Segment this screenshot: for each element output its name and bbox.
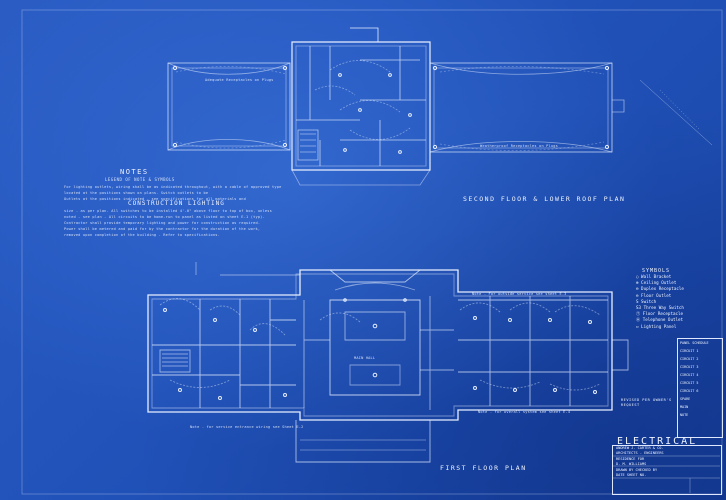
plan-note: Note - for service entrance wiring see S… xyxy=(190,425,304,429)
notes-block: For lighting outlets, wiring shall be as… xyxy=(64,184,282,202)
legend-item: S3 Three Way Switch xyxy=(636,305,684,311)
second-floor-plan xyxy=(167,27,713,186)
legend-item: S Switch xyxy=(636,298,657,304)
note-line: located at the positions shown on plans.… xyxy=(64,191,209,195)
second-floor-title: SECOND FLOOR & LOWER ROOF PLAN xyxy=(463,195,626,203)
legend-item: ⊖ Floor Outlet xyxy=(636,292,672,298)
plan-note: Adequate Receptacles on Plugs xyxy=(205,78,274,82)
revision-note: REVISED PER OWNER'S REQUEST xyxy=(621,398,672,407)
note-line: size - as per plan. All switches to be i… xyxy=(64,209,272,213)
legend-item: ⊖ Duplex Receptacle xyxy=(636,286,684,292)
title-block: ANDREW J. CARTER & CO. ARCHITECTS - ENGI… xyxy=(612,445,722,495)
schedule-line: CIRCUIT 1 xyxy=(680,349,699,353)
note-line: removed upon completion of the building … xyxy=(64,233,220,237)
sheet-border xyxy=(21,9,723,495)
note-line: noted - see plan - All circuits to be ho… xyxy=(64,215,265,219)
schedule-line: PANEL SCHEDULE xyxy=(680,341,709,345)
title-block-line: ARCHITECTS - ENGINEERS xyxy=(616,451,664,456)
title-block-line: DRAWN BY CHECKED BY xyxy=(616,467,658,472)
schedule-line: MAIN xyxy=(680,405,689,409)
notes-title: NOTES xyxy=(120,168,149,176)
legend-item: ▭ Lighting Panel xyxy=(636,323,677,329)
plan-note: Note - For outside service see sheet E-3 xyxy=(472,292,567,296)
note-line: For lighting outlets, wiring shall be as… xyxy=(64,185,282,189)
schedule-line: NOTE xyxy=(680,413,689,417)
title-block-line: D. M. WILLIAMS xyxy=(616,462,647,467)
title-block-line: DATE SHEET NO. xyxy=(616,473,647,478)
schedule-line: CIRCUIT 4 xyxy=(680,373,699,377)
symbols-legend: ○ Wall Bracket ⊕ Ceiling Outlet ⊖ Duplex… xyxy=(636,274,716,330)
symbols-title: SYMBOLS xyxy=(642,268,671,274)
schedule-line: CIRCUIT 6 xyxy=(680,389,699,393)
construction-lighting-title: CONSTRUCTION LIGHTING xyxy=(128,200,225,207)
main-hall-label: MAIN HALL xyxy=(354,356,376,360)
schedule-line: CIRCUIT 5 xyxy=(680,381,699,385)
schedule-line: CIRCUIT 3 xyxy=(680,365,699,369)
construction-notes-block: size - as per plan. All switches to be i… xyxy=(64,208,272,238)
title-block-line: ANDREW J. CARTER & CO. xyxy=(616,446,664,450)
note-line: Contractor shall provide temporary light… xyxy=(64,221,261,225)
title-block-line: RESIDENCE FOR xyxy=(616,456,645,461)
first-floor-title: FIRST FLOOR PLAN xyxy=(440,464,527,472)
legend-item: ○ Wall Bracket xyxy=(636,274,672,279)
note-line: Power shall be metered and paid for by t… xyxy=(64,227,261,231)
legend-item: ⊕ Ceiling Outlet xyxy=(636,280,677,286)
note-line: Outlets at the positions indicated - see… xyxy=(64,197,246,201)
legend-item: Ⓗ Telephone Outlet xyxy=(636,317,684,323)
notes-subtitle: LEGEND OF NOTE & SYMBOLS xyxy=(105,177,175,182)
title-block-lines xyxy=(612,455,720,493)
first-floor-plan xyxy=(147,262,629,463)
schedule-line: SPARE xyxy=(680,397,691,401)
plan-note: Weatherproof Receptacles on Plugs xyxy=(480,144,558,148)
legend-item: Ⓣ Floor Receptacle xyxy=(636,311,684,317)
schedule-line: CIRCUIT 2 xyxy=(680,357,699,361)
sheet-title: ELECTRICAL xyxy=(617,436,698,447)
plan-note: Note - for overall system see sheet E-4 xyxy=(478,410,571,414)
panel-schedule: PANEL SCHEDULE CIRCUIT 1 CIRCUIT 2 CIRCU… xyxy=(677,338,723,438)
